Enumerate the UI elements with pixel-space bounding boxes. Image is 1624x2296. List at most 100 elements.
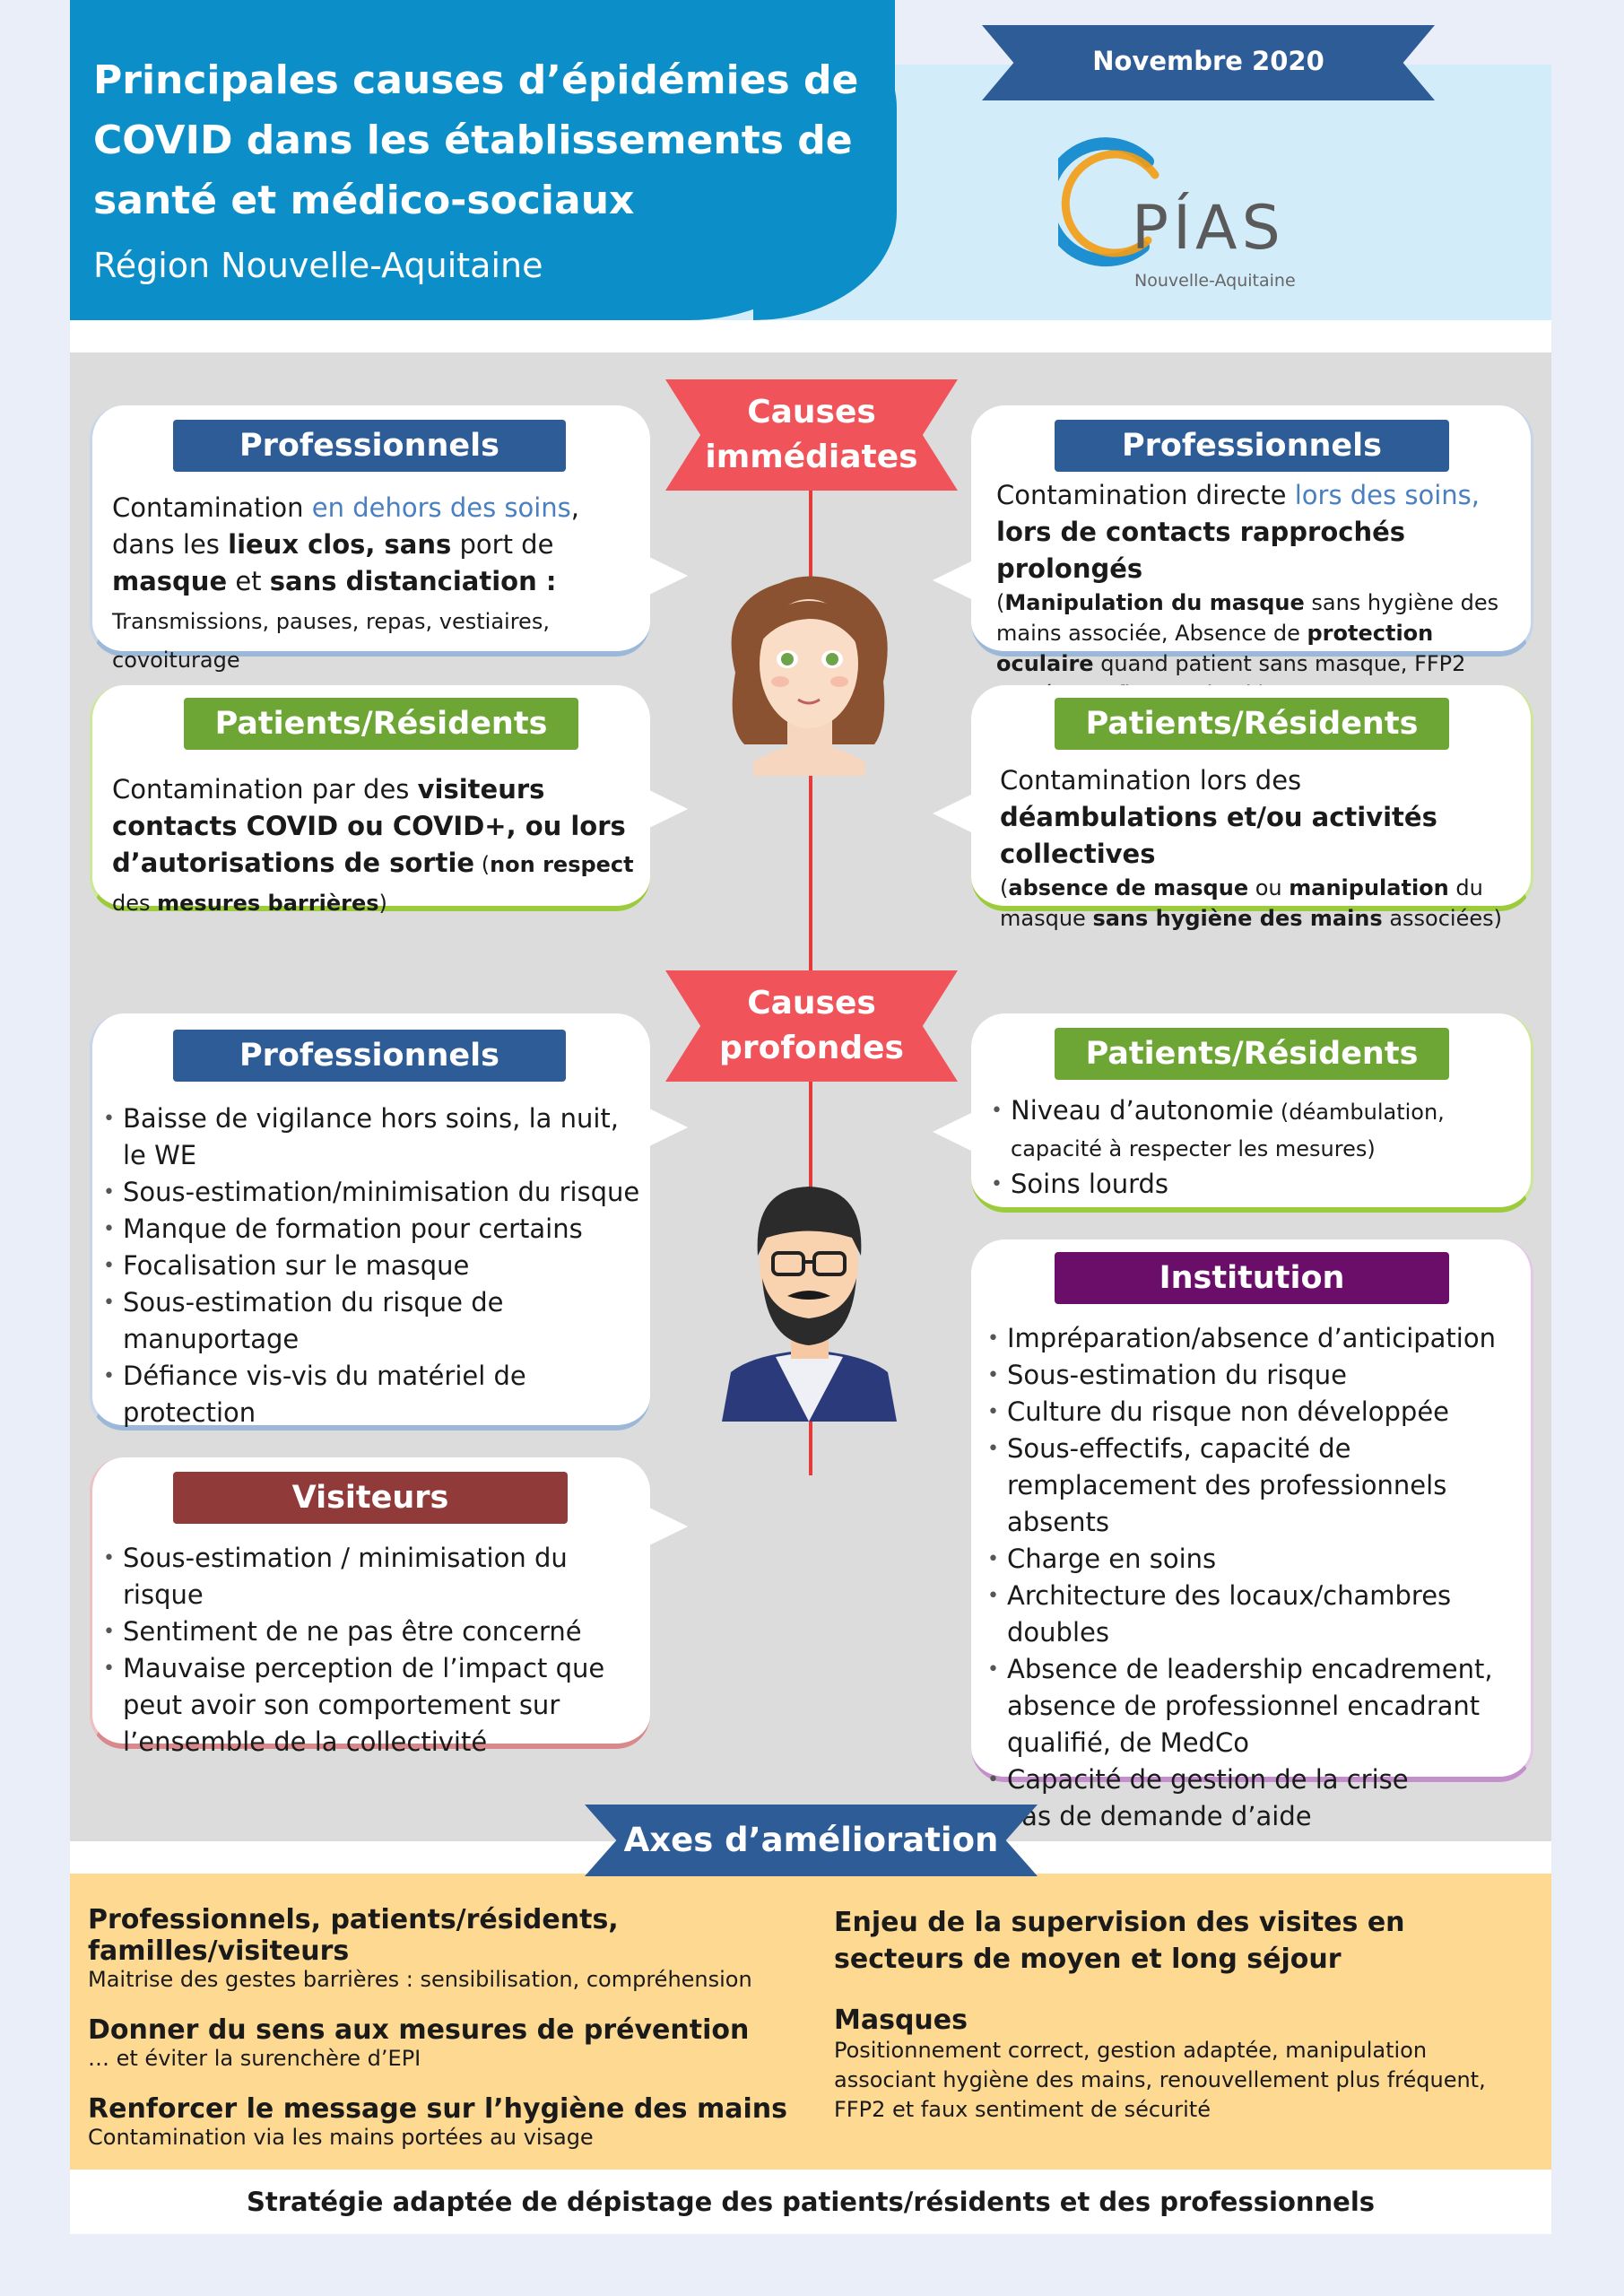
ribbon-causes-immediates: Causes immédiates	[665, 379, 958, 491]
list-item: Défiance vis-vis du matériel de protecti…	[103, 1358, 641, 1431]
card-text: Contamination lors des déambulations et/…	[1000, 762, 1520, 934]
card-pointer	[647, 1108, 688, 1147]
card-pointer	[647, 1507, 688, 1546]
card-pointer	[933, 561, 973, 600]
list-patients: Niveau d’autonomie (déambulation, capaci…	[991, 1092, 1524, 1203]
ribbon-line-2: profondes	[719, 1030, 904, 1066]
card-profondes-visiteurs: Visiteurs Sous-estimation / minimisation…	[90, 1457, 650, 1757]
list-item: Sentiment de ne pas être concerné	[103, 1613, 646, 1650]
tag-institution: Institution	[1055, 1252, 1449, 1304]
list-item: Absence de leadership encadrement, absen…	[987, 1651, 1530, 1761]
card-pointer	[647, 789, 688, 829]
list-item: Culture du risque non développée	[987, 1394, 1530, 1431]
text: Contamination lors des	[1000, 765, 1302, 796]
card-profondes-professionnels: Professionnels Baisse de vigilance hors …	[90, 1013, 650, 1431]
text-bold: lieux clos, sans	[228, 529, 452, 560]
text-small-bold: protection oculaire	[996, 621, 1434, 676]
ribbon-causes-profondes: Causes profondes	[665, 970, 958, 1082]
list-institution: Impréparation/absence d’anticipation Sou…	[987, 1320, 1530, 1835]
card-immediates-professionnels: Professionnels Contamination en dehors d…	[90, 405, 650, 673]
tag-professionnels: Professionnels	[173, 1030, 566, 1082]
list-item: Niveau d’autonomie (déambulation, capaci…	[991, 1092, 1524, 1166]
text-small: sans hygiène des mains associée, Absence…	[996, 590, 1499, 646]
card-immediates-patients-right: Patients/Résidents Contamination lors de…	[971, 685, 1533, 931]
list-item: Sous-estimation / minimisation du risque	[103, 1540, 646, 1613]
axes-left-column: Professionnels, patients/résidents, fami…	[88, 1904, 805, 2150]
text-small: ou	[1248, 875, 1290, 900]
page-subtitle: Région Nouvelle-Aquitaine	[93, 246, 543, 285]
ribbon-line-1: Causes	[747, 985, 876, 1022]
text-small: (	[474, 852, 491, 877]
woman-avatar-icon	[731, 576, 888, 776]
text-small: du masque	[1000, 875, 1483, 931]
axes-subtext: Positionnement correct, gestion adaptée,…	[834, 2038, 1486, 2122]
text-highlight: en dehors des soins	[311, 492, 571, 523]
card-subtext: (absence de masque ou manipulation du ma…	[1000, 873, 1520, 934]
text-bold: masque	[112, 566, 228, 596]
tag-patients-residents: Patients/Résidents	[1055, 1028, 1449, 1080]
list-professionnels: Baisse de vigilance hors soins, la nuit,…	[103, 1100, 641, 1431]
axes-subtext: … et éviter la surenchère d’EPI	[88, 2046, 421, 2071]
tag-visiteurs: Visiteurs	[173, 1472, 568, 1524]
list-item: Baisse de vigilance hors soins, la nuit,…	[103, 1100, 641, 1174]
logo-subtext: Nouvelle-Aquitaine	[1134, 271, 1296, 291]
card-text: Contamination directe lors des soins, lo…	[996, 477, 1521, 709]
text-bold: sans distanciation :	[269, 566, 557, 596]
page-title: Principales causes d’épidémies de COVID …	[93, 57, 859, 223]
text-small: )	[378, 891, 387, 916]
text: et	[227, 566, 270, 596]
list-item: Sous-effectifs, capacité de remplacement…	[987, 1431, 1530, 1541]
man-avatar-icon	[722, 1187, 897, 1422]
axes-heading: Professionnels, patients/résidents, fami…	[88, 1904, 619, 1967]
list-item: Mauvaise perception de l’impact que peut…	[103, 1650, 646, 1761]
list-item: Manque de formation pour certains	[103, 1211, 641, 1248]
text-small-bold: non respect	[490, 852, 634, 877]
list-visiteurs: Sous-estimation / minimisation du risque…	[103, 1540, 646, 1761]
list-item: Focalisation sur le masque	[103, 1248, 641, 1284]
axes-title-banner: Axes d’amélioration	[585, 1805, 1038, 1876]
card-profondes-institution: Institution Impréparation/absence d’anti…	[971, 1239, 1533, 1835]
text-small: associées)	[1382, 906, 1502, 931]
text-small-bold: manipulation	[1289, 875, 1449, 900]
text-small: (	[1000, 875, 1009, 900]
list-item: Pas de demande d’aide	[987, 1798, 1530, 1835]
card-pointer	[933, 794, 973, 833]
cpias-logo-icon	[1058, 137, 1159, 267]
card-immediates-professionnels-right: Professionnels Contamination directe lor…	[971, 405, 1533, 707]
card-profondes-patients: Patients/Résidents Niveau d’autonomie (d…	[971, 1013, 1533, 1213]
list-item: Sous-estimation du risque	[987, 1357, 1530, 1394]
axes-heading: Renforcer le message sur l’hygiène des m…	[88, 2093, 787, 2125]
tag-patients-residents: Patients/Résidents	[184, 698, 578, 750]
text: , dans les	[112, 492, 580, 560]
card-pointer	[647, 556, 688, 596]
text-small-bold: absence de masque	[1008, 875, 1249, 900]
card-text: Contamination en dehors des soins, dans …	[112, 490, 637, 679]
header-divider	[70, 320, 1551, 352]
text: Contamination par des	[112, 774, 418, 804]
text-small: des	[112, 891, 158, 916]
text-small-bold: mesures barrières	[157, 891, 379, 916]
axes-heading: Enjeu de la supervision des visites en s…	[834, 1907, 1405, 1975]
text: Contamination directe	[996, 480, 1295, 510]
header-title-panel	[70, 0, 897, 320]
card-pointer	[933, 1112, 973, 1152]
text: Contamination	[112, 492, 312, 523]
axes-subtext: Maitrise des gestes barrières : sensibil…	[88, 1967, 752, 1992]
axes-heading: Masques	[834, 2005, 968, 2036]
text-bold: visiteurs contacts COVID ou COVID+, ou l…	[112, 774, 626, 878]
text-small: (	[996, 590, 1005, 615]
list-item: Charge en soins	[987, 1541, 1530, 1578]
ribbon-line-2: immédiates	[705, 439, 918, 475]
text-bold: lors de contacts rapprochés prolongés	[996, 517, 1406, 584]
axes-heading: Donner du sens aux mesures de prévention	[88, 2014, 750, 2046]
tag-professionnels: Professionnels	[173, 420, 566, 472]
card-immediates-patients: Patients/Résidents Contamination par des…	[90, 685, 650, 916]
card-text: Contamination par des visiteurs contacts…	[112, 771, 641, 922]
text-small-bold: Manipulation du masque	[1004, 590, 1305, 615]
axes-subtext: Contamination via les mains portées au v…	[88, 2125, 594, 2150]
date-banner: Novembre 2020	[982, 25, 1435, 100]
tag-patients-residents: Patients/Résidents	[1055, 698, 1449, 750]
logo-wordmark: PÍAS	[1132, 193, 1285, 264]
list-item: Architecture des locaux/chambres doubles	[987, 1578, 1530, 1651]
list-item: Sous-estimation/minimisation du risque	[103, 1174, 641, 1211]
